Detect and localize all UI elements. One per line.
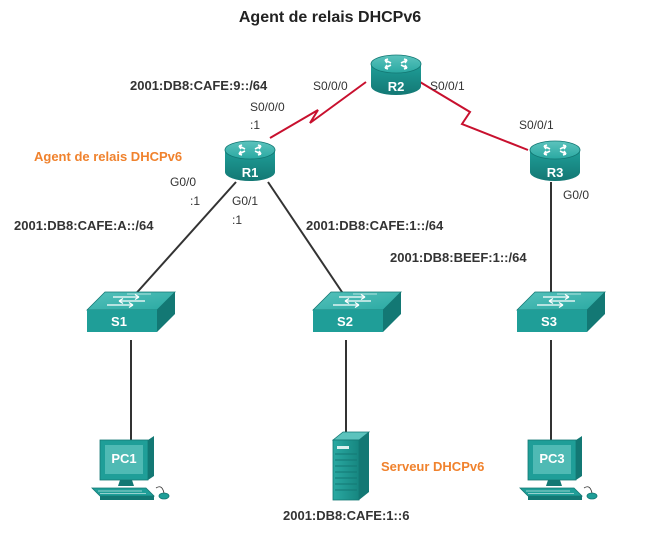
pc-pc3[interactable]: PC3	[519, 435, 598, 501]
switch-s1[interactable]: S1	[86, 291, 176, 333]
switch-s2-label: S2	[337, 314, 353, 329]
pc-icon	[519, 435, 598, 501]
iface-r1-s000-host: :1	[250, 118, 260, 132]
switch-s3[interactable]: S3	[516, 291, 606, 333]
router-r3[interactable]: R3	[529, 140, 581, 182]
server-address: 2001:DB8:CAFE:1::6	[283, 508, 409, 523]
pc-pc1[interactable]: PC1	[91, 435, 170, 501]
serial-links	[269, 81, 529, 151]
iface-r3-g00: G0/0	[563, 188, 589, 202]
dhcpv6-server[interactable]	[331, 431, 371, 501]
router-r3-label: R3	[547, 165, 564, 180]
serial-link-r1-r2	[269, 81, 367, 139]
switch-s2[interactable]: S2	[312, 291, 402, 333]
network-label-r1-s1: 2001:DB8:CAFE:A::/64	[14, 218, 154, 233]
network-label-r1-r2: 2001:DB8:CAFE:9::/64	[130, 78, 268, 93]
relay-agent-label: Agent de relais DHCPv6	[34, 149, 182, 164]
router-r1-label: R1	[242, 165, 259, 180]
link-r1-s1	[131, 181, 237, 299]
link-r1-s2	[267, 181, 347, 299]
switch-icon	[516, 291, 606, 333]
iface-r2-s001: S0/0/1	[430, 79, 465, 93]
server-icon	[331, 431, 371, 501]
pc-pc3-label: PC3	[539, 451, 564, 466]
dhcpv6-server-label: Serveur DHCPv6	[381, 459, 484, 474]
router-r1[interactable]: R1	[224, 140, 276, 182]
switch-s3-label: S3	[541, 314, 557, 329]
switch-icon	[86, 291, 176, 333]
serial-link-r2-r3	[419, 81, 529, 151]
iface-r1-s000: S0/0/0	[250, 100, 285, 114]
pc-pc1-label: PC1	[111, 451, 136, 466]
router-r2[interactable]: R2	[370, 54, 422, 96]
switch-icon	[312, 291, 402, 333]
diagram-title: Agent de relais DHCPv6	[239, 9, 421, 26]
ethernet-links	[130, 181, 552, 440]
network-label-r3-s3: 2001:DB8:BEEF:1::/64	[390, 250, 527, 265]
iface-r3-s001: S0/0/1	[519, 118, 554, 132]
iface-r1-g01-host: :1	[232, 213, 242, 227]
iface-r2-s000: S0/0/0	[313, 79, 348, 93]
pc-icon	[91, 435, 170, 501]
router-r2-label: R2	[388, 79, 405, 94]
switch-s1-label: S1	[111, 314, 127, 329]
iface-r1-g00-host: :1	[190, 194, 200, 208]
iface-r1-g01: G0/1	[232, 194, 258, 208]
network-label-r1-s2: 2001:DB8:CAFE:1::/64	[306, 218, 444, 233]
iface-r1-g00: G0/0	[170, 175, 196, 189]
